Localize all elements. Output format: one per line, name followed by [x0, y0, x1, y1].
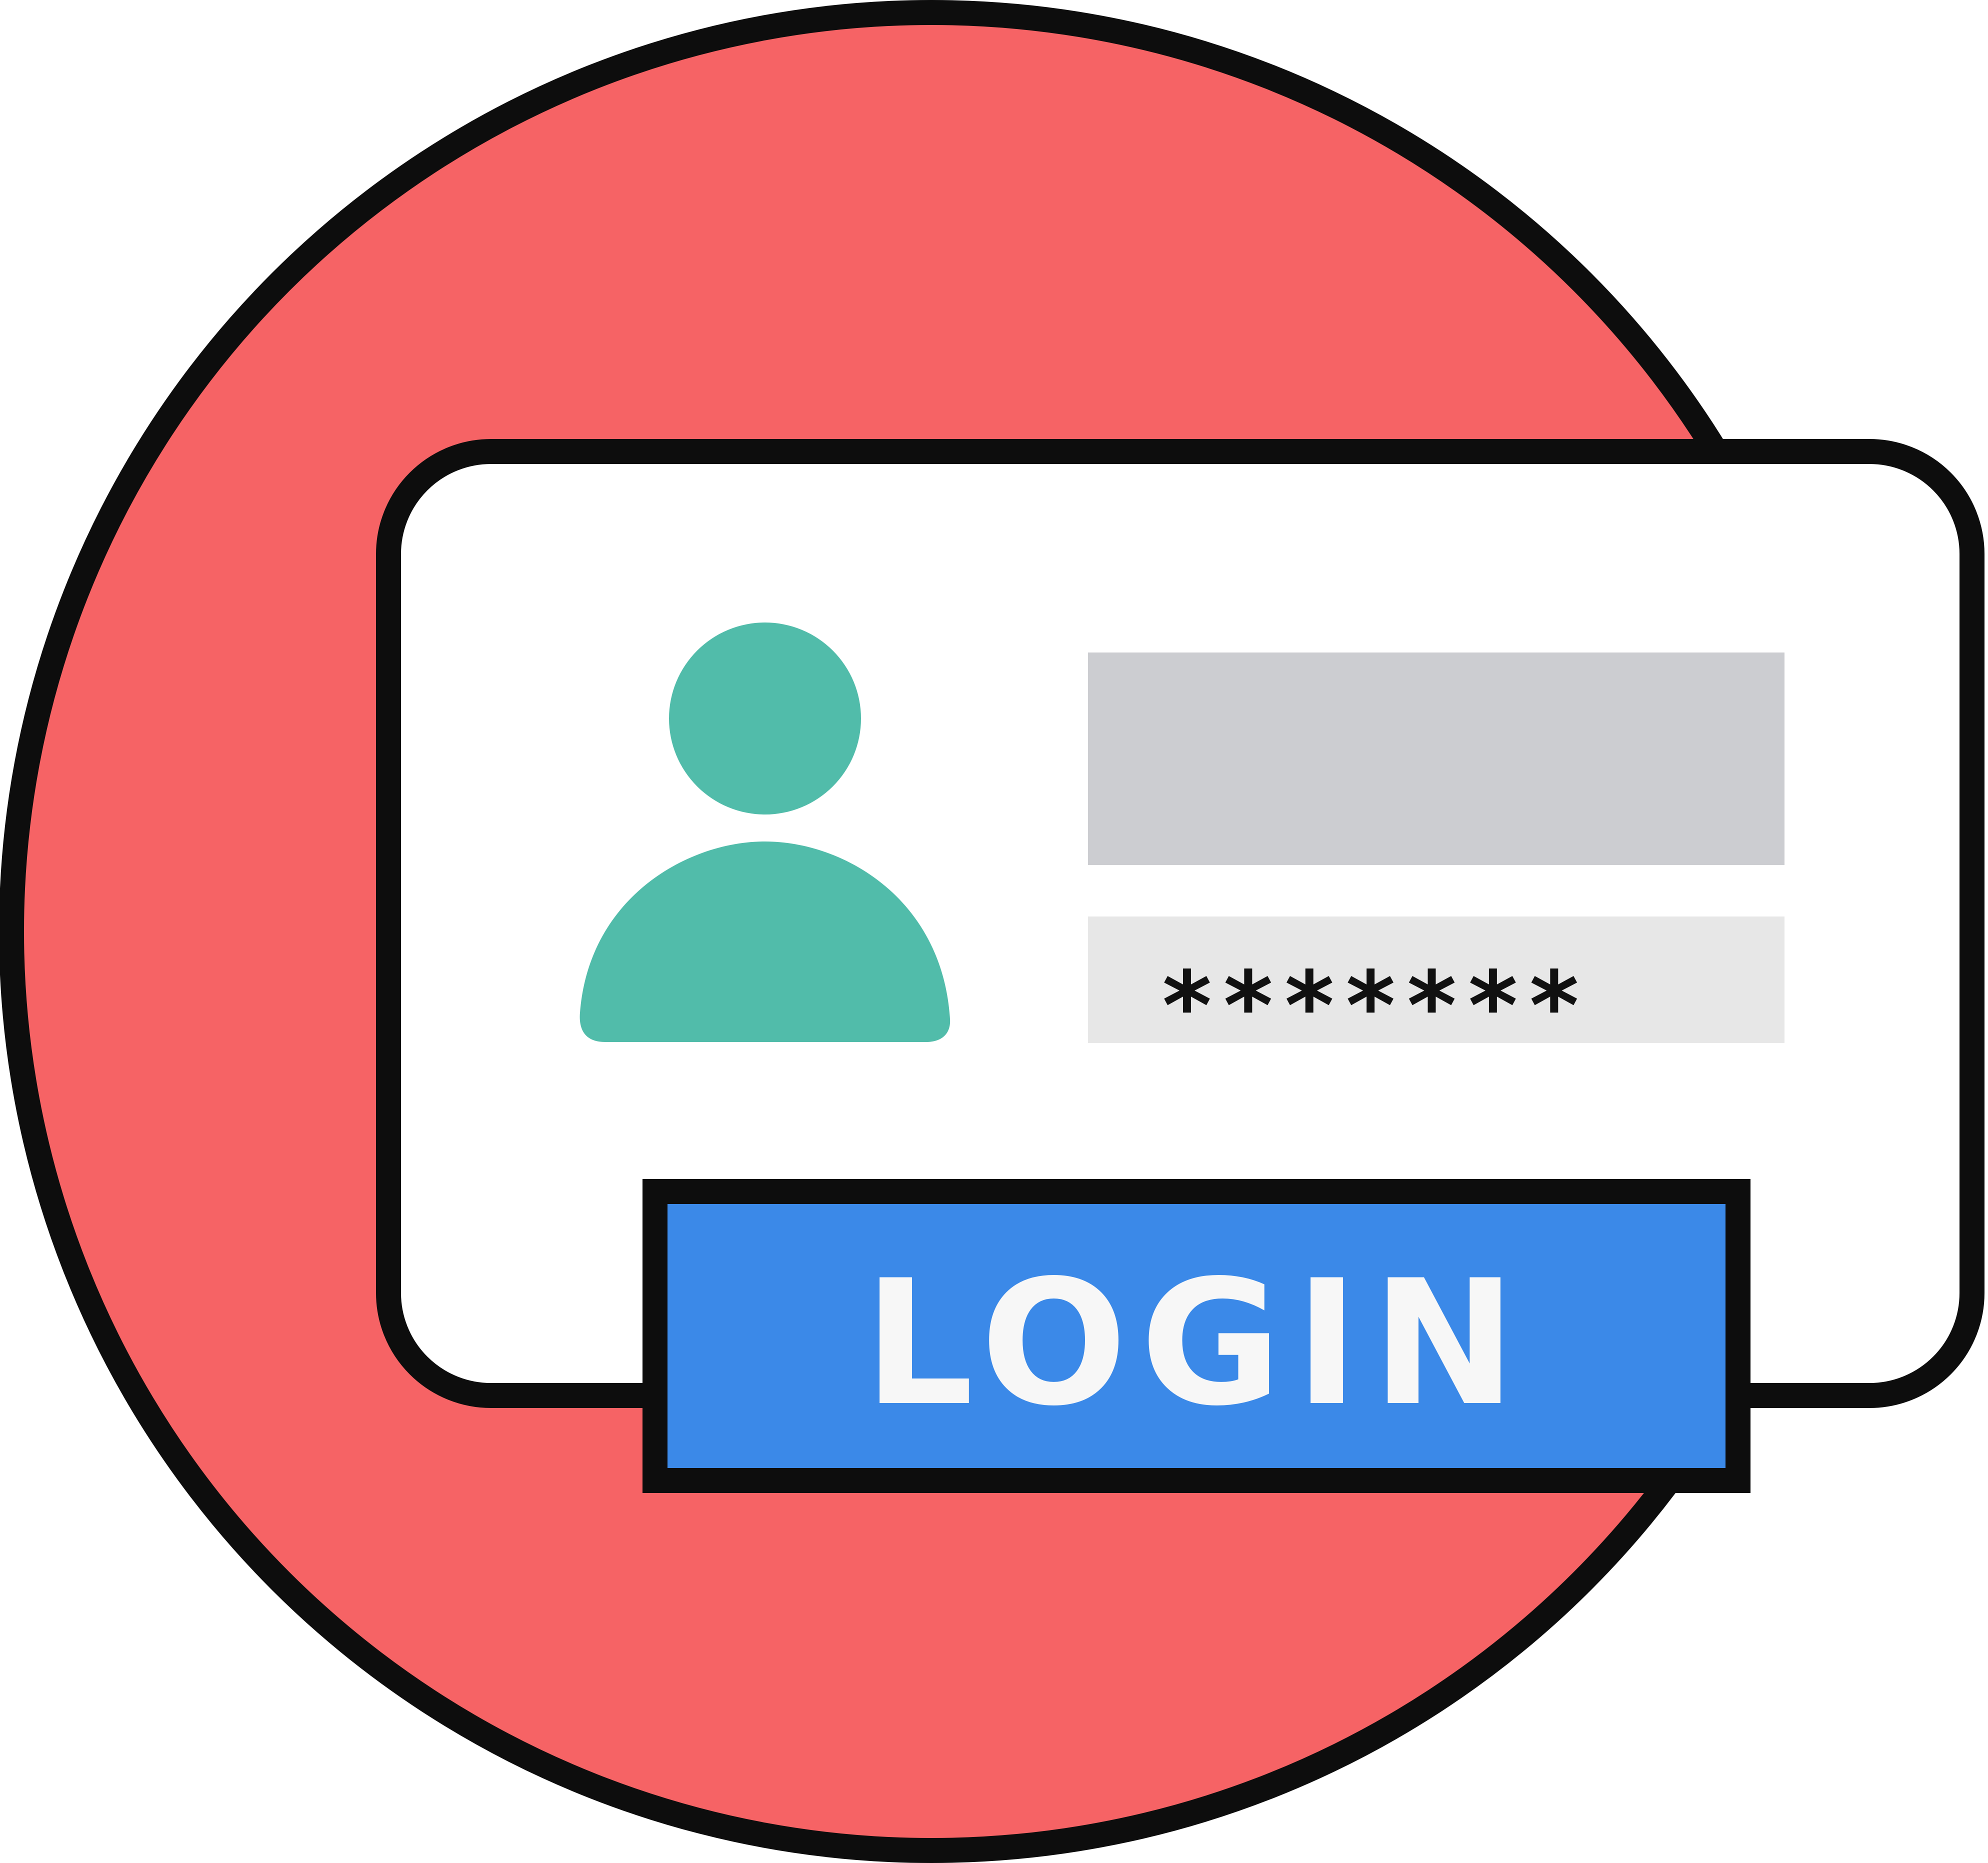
username-field[interactable] — [1088, 652, 1784, 865]
login-button-label: LOGIN — [864, 1244, 1529, 1444]
user-icon-head — [669, 622, 861, 814]
user-icon-body — [580, 842, 950, 1042]
password-mask: ******* — [1158, 951, 1587, 1062]
login-button[interactable]: LOGIN — [642, 1179, 1750, 1493]
password-field[interactable] — [1088, 916, 1784, 1043]
user-icon — [580, 622, 950, 1042]
login-button-box[interactable] — [642, 1179, 1750, 1493]
